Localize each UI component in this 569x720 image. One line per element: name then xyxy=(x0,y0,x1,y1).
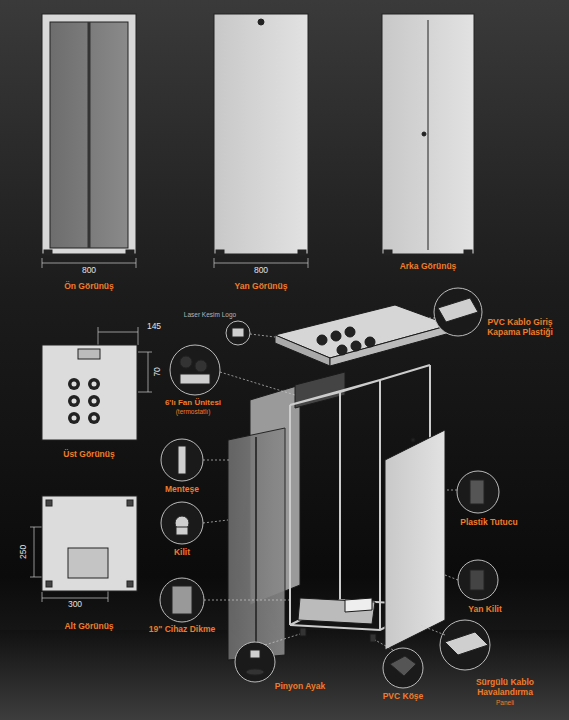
side-view xyxy=(214,14,308,255)
view-title: Yan Görünüş xyxy=(221,282,301,292)
callout-contents xyxy=(172,298,488,676)
top-view xyxy=(42,345,137,440)
rear-view xyxy=(382,14,474,255)
front-view xyxy=(42,14,136,255)
part-label: Plastik Tutucu xyxy=(449,518,529,528)
bottom-view xyxy=(42,496,137,591)
part-label: Sürgülü Kablo Havalandırma xyxy=(450,678,560,698)
view-title: Üst Görünüş xyxy=(49,450,129,460)
dimension-label: 145 xyxy=(139,322,169,332)
part-label: Kilit xyxy=(152,548,212,558)
part-label: PVC Köşe xyxy=(373,692,433,702)
part-label: (termostatlı) xyxy=(153,408,233,415)
part-label: Pinyon Ayak xyxy=(265,682,335,692)
part-label: 6'lı Fan Ünitesi xyxy=(153,398,233,407)
dimension-label: 70 xyxy=(153,362,163,382)
part-label: Paneli xyxy=(485,699,525,706)
part-label: Menteşe xyxy=(152,485,212,495)
exploded-rack xyxy=(228,305,450,660)
part-label: Laser Kesim Logo xyxy=(170,311,250,318)
view-title: Ön Görünüş xyxy=(49,282,129,292)
dimension-label: 250 xyxy=(19,540,29,564)
part-label: Yan Kilit xyxy=(455,605,515,615)
view-title: Alt Görünüş xyxy=(49,622,129,632)
dimension-label: 800 xyxy=(69,266,109,276)
part-label: 19" Cihaz Dikme xyxy=(137,625,227,635)
view-title: Arka Görünüş xyxy=(388,262,468,272)
leader-lines xyxy=(203,318,458,650)
dimension-label: 300 xyxy=(60,600,90,610)
dimension-label: 800 xyxy=(241,266,281,276)
part-label: PVC Kablo Giriş Kapama Plastiği xyxy=(479,318,561,338)
